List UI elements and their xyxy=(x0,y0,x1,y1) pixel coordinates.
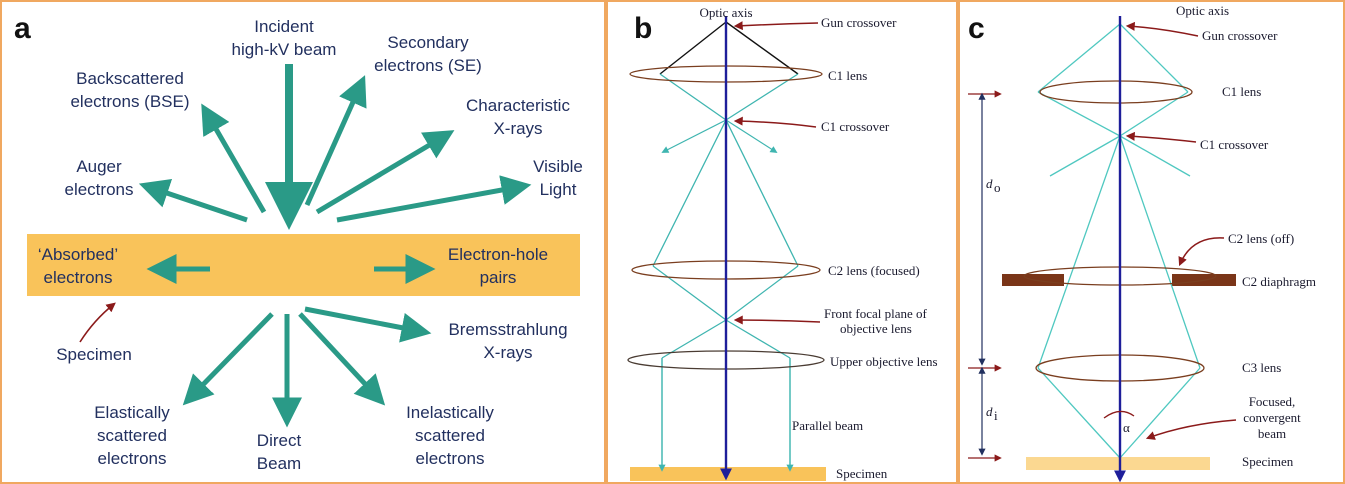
specimen-band xyxy=(27,234,580,296)
upper-objective-label-b: Upper objective lens xyxy=(830,354,938,369)
gun-crossover-label-b: Gun crossover xyxy=(821,15,897,30)
bremsstrahlung-arrow xyxy=(304,306,432,343)
panel-b-letter: b xyxy=(634,12,652,45)
specimen-b xyxy=(630,467,826,481)
specimen-label: Specimen xyxy=(56,345,132,364)
plane-markers-c xyxy=(968,90,1002,462)
focused-line-2: convergent xyxy=(1243,410,1301,425)
panel-c: c Optic axis Gun crossover xyxy=(958,0,1345,484)
elastic-line-1: Elastically xyxy=(94,403,170,422)
gun-cone xyxy=(659,21,799,75)
inelastic-line-2: scattered xyxy=(415,426,485,445)
backscattered-line-2: electrons (BSE) xyxy=(70,92,189,111)
do-symbol: d xyxy=(986,176,993,191)
auger-line-1: Auger xyxy=(76,157,122,176)
front-focal-line-1: Front focal plane of xyxy=(824,306,928,321)
inelastic-arrow xyxy=(298,312,386,406)
absorbed-line-2: electrons xyxy=(44,268,113,287)
c1-lens-c xyxy=(1039,80,1193,104)
inelastic-line-1: Inelastically xyxy=(406,403,494,422)
panel-b: b Optic axis Gun crossover C1 le xyxy=(606,0,958,484)
parallel-beam-label: Parallel beam xyxy=(792,418,863,433)
diverging-rays-b xyxy=(658,119,794,472)
elastic-line-2: scattered xyxy=(97,426,167,445)
c2-diaphragm-label: C2 diaphragm xyxy=(1242,274,1316,289)
panel-a-letter: a xyxy=(14,12,31,45)
optic-axis-label-b: Optic axis xyxy=(699,5,752,20)
electron-hole-line-1: Electron-hole xyxy=(448,245,548,264)
bremsstrahlung-line-1: Bremsstrahlung xyxy=(448,320,567,339)
c2-off-label: C2 lens (off) xyxy=(1228,231,1294,246)
focused-line-3: beam xyxy=(1258,426,1286,441)
panel-a-diagram: a Incident high-kV beam Secondary electr… xyxy=(14,12,583,473)
c3-lens-label: C3 lens xyxy=(1242,360,1281,375)
di-subscript: i xyxy=(994,408,998,423)
specimen-label-b: Specimen xyxy=(836,466,888,481)
secondary-line-1: Secondary xyxy=(387,33,469,52)
absorbed-line-1: ‘Absorbed’ xyxy=(38,245,118,264)
focused-line-1: Focused, xyxy=(1249,394,1296,409)
elastic-arrow xyxy=(182,312,274,406)
ray-paths-c xyxy=(1037,23,1201,459)
visible-arrow xyxy=(336,175,532,223)
auger-arrow xyxy=(138,178,248,223)
alpha-arc xyxy=(1103,410,1135,419)
inelastic-line-3: electrons xyxy=(416,449,485,468)
elastic-line-3: electrons xyxy=(98,449,167,468)
specimen-c xyxy=(1026,457,1210,470)
c1-lens-label-c: C1 lens xyxy=(1222,84,1261,99)
panel-c-letter: c xyxy=(968,12,985,45)
pointers-b xyxy=(733,21,821,325)
secondary-line-2: electrons (SE) xyxy=(374,56,482,75)
c2-lens-label-b: C2 lens (focused) xyxy=(828,263,920,278)
specimen-label-c: Specimen xyxy=(1242,454,1294,469)
bremsstrahlung-line-2: X-rays xyxy=(483,343,532,362)
emission-arrows xyxy=(138,64,532,428)
c1-lens-label-b: C1 lens xyxy=(828,68,867,83)
electron-hole-line-2: pairs xyxy=(480,268,517,287)
pointers-c xyxy=(1125,21,1237,440)
incident-line-1: Incident xyxy=(254,17,314,36)
characteristic-line-1: Characteristic xyxy=(466,96,570,115)
visible-line-1: Visible xyxy=(533,157,583,176)
auger-line-2: electrons xyxy=(65,180,134,199)
c1-crossover-label-c: C1 crossover xyxy=(1200,137,1269,152)
secondary-arrow xyxy=(304,75,367,207)
direct-line-1: Direct xyxy=(257,431,302,450)
gun-crossover-label-c: Gun crossover xyxy=(1202,28,1278,43)
direct-line-2: Beam xyxy=(257,454,301,473)
di-symbol: d xyxy=(986,404,993,419)
alpha-label: α xyxy=(1123,420,1130,435)
optic-axis-label-c: Optic axis xyxy=(1176,3,1229,18)
c1-crossover-label-b: C1 crossover xyxy=(821,119,890,134)
backscattered-line-1: Backscattered xyxy=(76,69,184,88)
panel-c-diagram: c Optic axis Gun crossover xyxy=(968,3,1316,482)
backscattered-arrow xyxy=(201,103,267,214)
characteristic-line-2: X-rays xyxy=(493,119,542,138)
characteristic-arrow xyxy=(315,130,455,215)
panel-a: a Incident high-kV beam Secondary electr… xyxy=(0,0,606,484)
panel-b-diagram: b Optic axis Gun crossover C1 le xyxy=(627,5,938,481)
visible-line-2: Light xyxy=(540,180,577,199)
specimen-pointer xyxy=(79,302,116,343)
front-focal-line-2: objective lens xyxy=(840,321,912,336)
incident-line-2: high-kV beam xyxy=(232,40,337,59)
do-subscript: o xyxy=(994,180,1001,195)
